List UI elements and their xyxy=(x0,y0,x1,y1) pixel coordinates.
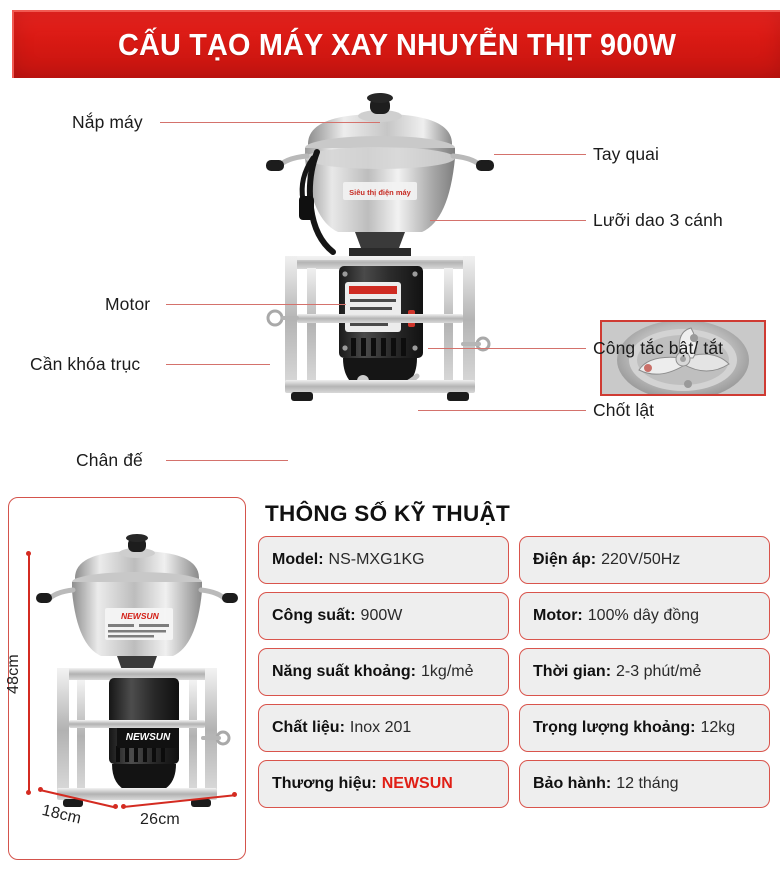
spec-value: 12kg xyxy=(700,719,736,736)
spec-card-trong-luong: Trọng lượng khoảng: 12kg xyxy=(519,704,770,752)
dimension-endpoint-top xyxy=(26,551,31,556)
spec-label: Năng suất khoảng: xyxy=(272,663,417,680)
spec-label: Điện áp: xyxy=(533,551,597,568)
header-banner: CẤU TẠO MÁY XAY NHUYỄN THỊT 900W xyxy=(12,10,780,78)
dimension-endpoint-width-left xyxy=(121,804,126,809)
spec-label: Chất liệu: xyxy=(272,719,345,736)
dimension-endpoint-depth-right xyxy=(113,804,118,809)
label-tay-quai: Tay quai xyxy=(593,144,659,164)
label-luoi-dao: Lưỡi dao 3 cánh xyxy=(593,210,723,230)
spec-label: Công suất: xyxy=(272,607,356,624)
svg-text:NEWSUN: NEWSUN xyxy=(121,611,160,621)
spec-label: Thời gian: xyxy=(533,663,612,680)
specs-title: THÔNG SỐ KỸ THUẬT xyxy=(265,501,511,526)
page-title: CẤU TẠO MÁY XAY NHUYỄN THỊT 900W xyxy=(117,27,677,62)
blade-closeup-photo xyxy=(600,320,766,396)
specs-grid: Model: NS-MXG1KG Điện áp: 220V/50Hz Công… xyxy=(258,536,772,808)
spec-card-thoi-gian: Thời gian: 2-3 phút/mẻ xyxy=(519,648,770,696)
dimension-endpoint-width-right xyxy=(232,792,237,797)
spec-value: 900W xyxy=(360,607,403,624)
svg-text:Siêu thị điện máy: Siêu thị điện máy xyxy=(349,188,412,197)
spec-card-motor: Motor: 100% dây đồng xyxy=(519,592,770,640)
dimension-endpoint-depth-left xyxy=(38,787,43,792)
label-chot-lat: Chốt lật xyxy=(593,400,655,420)
product-photo-panel: NEWSUN xyxy=(8,497,246,860)
label-can-khoa-truc: Cần khóa trục xyxy=(30,354,141,374)
spec-label: Thương hiệu: xyxy=(272,775,377,792)
product-photo: NEWSUN xyxy=(36,534,238,807)
leader-line-chot-lat xyxy=(418,410,586,411)
spec-value: 100% dây đồng xyxy=(587,607,699,624)
spec-card-bao-hanh: Bảo hành: 12 tháng xyxy=(519,760,770,808)
svg-text:NEWSUN: NEWSUN xyxy=(126,732,171,743)
leader-line-tay-quai xyxy=(494,154,586,155)
label-chan-de: Chân đế xyxy=(76,450,143,470)
spec-label: Bảo hành: xyxy=(533,775,612,792)
spec-label: Model: xyxy=(272,551,324,568)
dimension-endpoint-bottom xyxy=(26,790,31,795)
spec-value: 1kg/mẻ xyxy=(421,663,474,680)
spec-label: Motor: xyxy=(533,607,583,624)
leader-line-can-khoa-truc xyxy=(166,364,270,365)
spec-card-chat-lieu: Chất liệu: Inox 201 xyxy=(258,704,509,752)
label-cong-tac: Công tắc bật/ tắt xyxy=(593,338,724,358)
dimension-label-width: 26cm xyxy=(140,811,180,828)
leader-line-cong-tac xyxy=(428,348,586,349)
leader-line-motor xyxy=(166,304,346,305)
leader-line-nap-may xyxy=(160,122,380,123)
specifications-section: THÔNG SỐ KỸ THUẬT Model: NS-MXG1KG Điện … xyxy=(258,497,772,808)
label-motor: Motor xyxy=(105,294,151,314)
leader-line-luoi-dao xyxy=(430,220,586,221)
label-nap-may: Nắp máy xyxy=(72,112,143,132)
leader-line-chan-de xyxy=(166,460,288,461)
spec-value: Inox 201 xyxy=(349,719,412,736)
spec-card-model: Model: NS-MXG1KG xyxy=(258,536,509,584)
spec-value: 2-3 phút/mẻ xyxy=(616,663,702,680)
spec-value-brand: NEWSUN xyxy=(381,775,453,792)
spec-value: NS-MXG1KG xyxy=(328,551,425,568)
spec-card-cong-suat: Công suất: 900W xyxy=(258,592,509,640)
spec-card-nang-suat: Năng suất khoảng: 1kg/mẻ xyxy=(258,648,509,696)
spec-label: Trọng lượng khoảng: xyxy=(533,719,696,736)
spec-value: 12 tháng xyxy=(616,775,679,792)
spec-card-dien-ap: Điện áp: 220V/50Hz xyxy=(519,536,770,584)
spec-card-thuong-hieu: Thương hiệu: NEWSUN xyxy=(258,760,509,808)
spec-value: 220V/50Hz xyxy=(601,551,681,568)
dimension-label-height: 48cm xyxy=(4,654,22,694)
product-illustration: Siêu thị điện máy xyxy=(255,86,505,471)
product-diagram: Siêu thị điện máy xyxy=(0,86,780,486)
dimension-line-height xyxy=(28,553,30,793)
